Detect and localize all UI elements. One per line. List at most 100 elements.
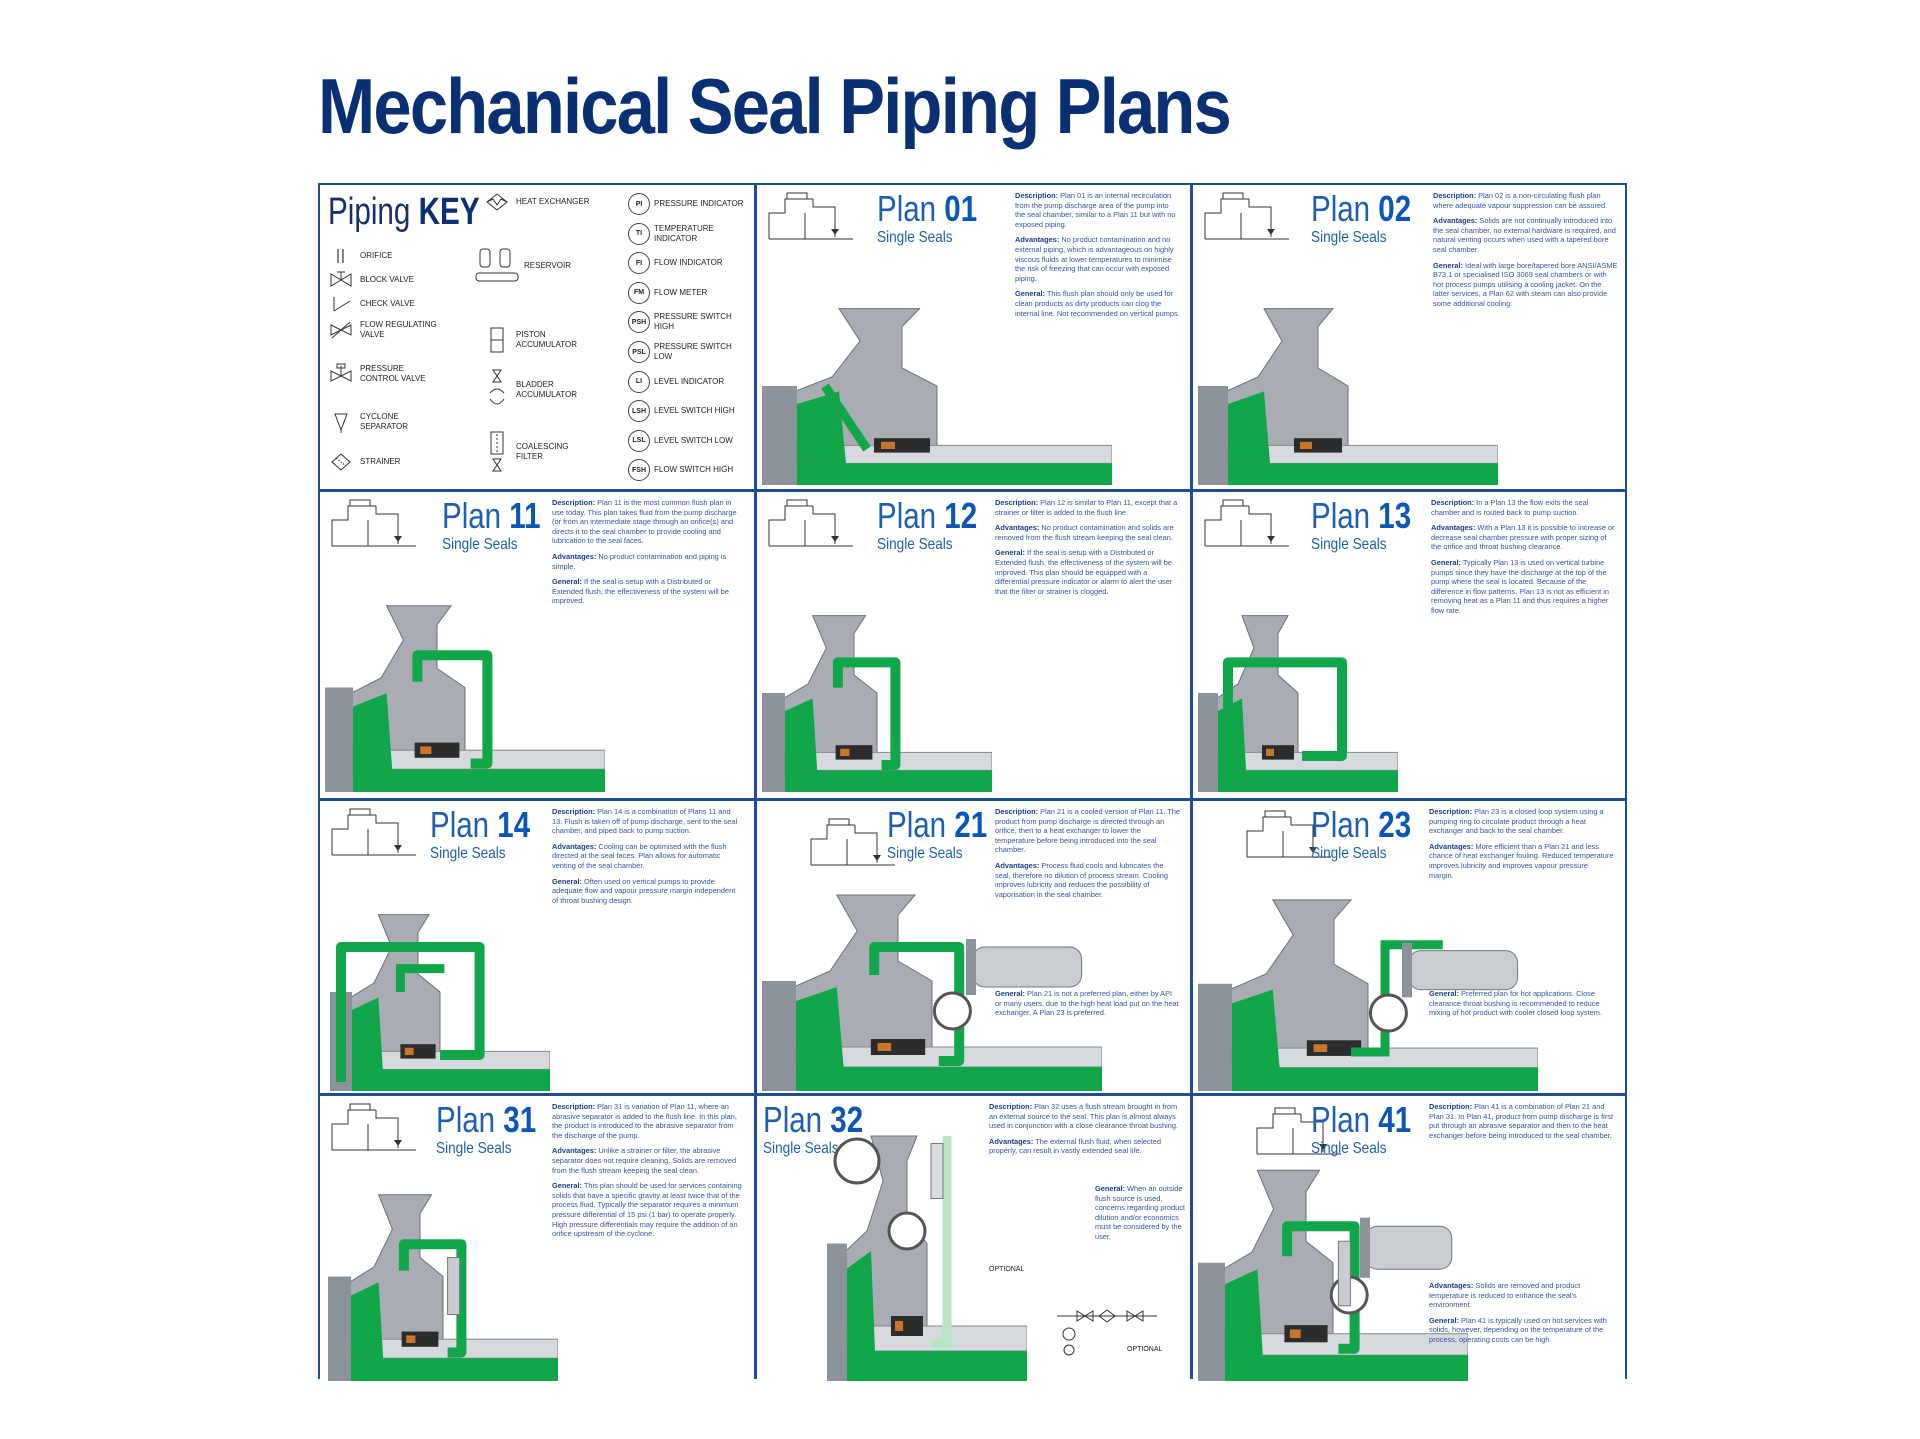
- pressure-control-valve-icon: [330, 363, 352, 382]
- instrument-bubble-icon: FSH: [628, 459, 650, 482]
- plan-title: Plan 31: [436, 1102, 536, 1138]
- plan-number: 13: [1378, 495, 1412, 536]
- key-label-block-valve: BLOCK VALVE: [360, 275, 414, 284]
- plan-word: Plan: [887, 804, 955, 845]
- plan-14-schematic: [328, 805, 418, 864]
- paragraph-text: With a Plan 13 it is possible to increas…: [1431, 523, 1615, 552]
- check-valve-icon: [333, 297, 351, 312]
- paragraph-lead: General:: [1015, 289, 1045, 299]
- plan-title: Plan 32: [763, 1102, 863, 1138]
- paragraph-text: The external flush fluid, when selected …: [989, 1136, 1161, 1156]
- plan-paragraph: Advantages: More efficient than a Plan 2…: [1429, 842, 1614, 880]
- plan-23-schematic: [1243, 807, 1333, 866]
- plan-11-pump-diagram: [324, 602, 606, 797]
- key-label-lsh: LEVEL SWITCH HIGH: [654, 406, 735, 416]
- plan-subtitle: Single Seals: [1311, 229, 1387, 246]
- key-label-piston-accumulator: PISTON ACCUMULATOR: [516, 330, 578, 349]
- plan-subtitle: Single Seals: [763, 1140, 839, 1157]
- plan-subtitle: Single Seals: [1311, 536, 1387, 553]
- plan-paragraph: General: This plan should be used for se…: [552, 1181, 742, 1239]
- plan-subtitle: Single Seals: [887, 845, 963, 862]
- plan-21-general: General: Plan 21 is not a preferred plan…: [995, 989, 1180, 1024]
- plan-subtitle: Single Seals: [430, 845, 506, 862]
- plan-subtitle: Single Seals: [877, 229, 953, 246]
- paragraph-text: If the seal is setup with a Distributed …: [552, 577, 729, 606]
- key-label-heat-exchanger: HEAT EXCHANGER: [516, 197, 590, 206]
- key-label-ti: TEMPERATURE INDICATOR: [654, 223, 714, 243]
- key-item-piston-accumulator: PISTON ACCUMULATOR: [482, 325, 596, 355]
- plan-paragraph: Advantages: With a Plan 13 it is possibl…: [1431, 523, 1616, 552]
- plan-paragraph: Description: Plan 23 is a closed loop sy…: [1429, 807, 1614, 836]
- plan-32-heading: Plan 32 Single Seals: [763, 1102, 885, 1158]
- plan-paragraph: Description: Plan 02 is a non-circulatin…: [1433, 191, 1618, 210]
- paragraph-lead: Advantages:: [1429, 841, 1474, 851]
- plan-paragraph: Advantages: Cooling can be optimised wit…: [552, 842, 742, 871]
- key-item-fsh: FSH FLOW SWITCH HIGH: [628, 459, 744, 482]
- plan-number: 01: [944, 188, 978, 229]
- instrument-bubble-icon: FM: [628, 281, 650, 304]
- plan-13-description: Description: In a Plan 13 the flow exits…: [1431, 498, 1616, 622]
- piping-key-panel: Piping KEY ORIFICE BLOCK VALVE CHECK VAL…: [320, 185, 754, 489]
- plan-word: Plan: [1311, 1099, 1379, 1140]
- plan-title: Plan 21: [887, 807, 987, 843]
- paragraph-text: Plan 14 is a combination of Plans 11 and…: [552, 807, 738, 836]
- plan-paragraph: Description: Plan 12 is similar to Plan …: [995, 498, 1180, 517]
- optional-label: OPTIONAL: [1127, 1346, 1163, 1353]
- plan-12-schematic: [765, 496, 855, 555]
- strainer-icon: [331, 453, 351, 471]
- cyclone-separator-icon: [334, 413, 348, 433]
- plan-paragraph: General: Often used on vertical pumps to…: [552, 877, 742, 906]
- plan-paragraph: Advantages: Solids are not continually i…: [1433, 216, 1618, 254]
- instrument-bubble-icon: FI: [628, 252, 650, 275]
- paragraph-text: Solids are removed and product temperatu…: [1429, 1281, 1581, 1310]
- paragraph-lead: General:: [1431, 557, 1461, 567]
- plan-number: 12: [944, 495, 978, 536]
- plan-paragraph: Description: Plan 31 is variation of Pla…: [552, 1102, 742, 1140]
- plan-paragraph: Description: In a Plan 13 the flow exits…: [1431, 498, 1616, 517]
- paragraph-lead: Advantages:: [995, 523, 1040, 533]
- plan-41-pump-diagram: [1197, 1166, 1469, 1386]
- key-label-fsh: FLOW SWITCH HIGH: [654, 465, 734, 475]
- plan-paragraph: Advantages: Process fluid cools and lubr…: [995, 861, 1180, 899]
- paragraph-text: Plan 02 is a non-circulating flush plan …: [1433, 191, 1608, 210]
- optional-label: OPTIONAL: [989, 1266, 1025, 1273]
- plan-number: 21: [954, 804, 988, 845]
- plan-title: Plan 01: [877, 191, 977, 227]
- key-label-strainer: STRAINER: [360, 457, 401, 466]
- instrument-bubble-icon: LI: [628, 370, 650, 393]
- plan-13-schematic: [1201, 496, 1291, 555]
- plan-12-pump-diagram: [761, 612, 993, 797]
- paragraph-lead: General:: [552, 1181, 582, 1191]
- plan-word: Plan: [430, 804, 498, 845]
- plan-paragraph: Description: Plan 21 is a cooled version…: [995, 807, 1180, 855]
- plan-23-general: General: Preferred plan for hot applicat…: [1429, 989, 1614, 1024]
- plan-paragraph: General: Plan 41 is typically used on ho…: [1429, 1316, 1614, 1345]
- key-title-light: Piping: [328, 191, 419, 233]
- plan-32-pump-diagram: [826, 1131, 1028, 1386]
- instrument-bubble-icon: PSH: [628, 311, 650, 334]
- paragraph-lead: General:: [1429, 1315, 1459, 1325]
- key-item-pressure-control-valve: PRESSURE CONTROL VALVE: [326, 363, 440, 385]
- paragraph-text: Cooling can be optimised with the flush …: [552, 841, 727, 870]
- key-label-li: LEVEL INDICATOR: [654, 376, 725, 386]
- paragraph-lead: General:: [1095, 1184, 1125, 1193]
- key-label-flow-regulating-valve: FLOW REGULATING VALVE: [360, 320, 437, 339]
- key-label-psh: PRESSURE SWITCH HIGH: [654, 312, 732, 332]
- plan-word: Plan: [877, 188, 945, 229]
- paragraph-lead: Advantages:: [552, 841, 597, 851]
- page-title: Mechanical Seal Piping Plans: [318, 62, 1232, 150]
- instrument-bubble-icon: TI: [628, 222, 650, 245]
